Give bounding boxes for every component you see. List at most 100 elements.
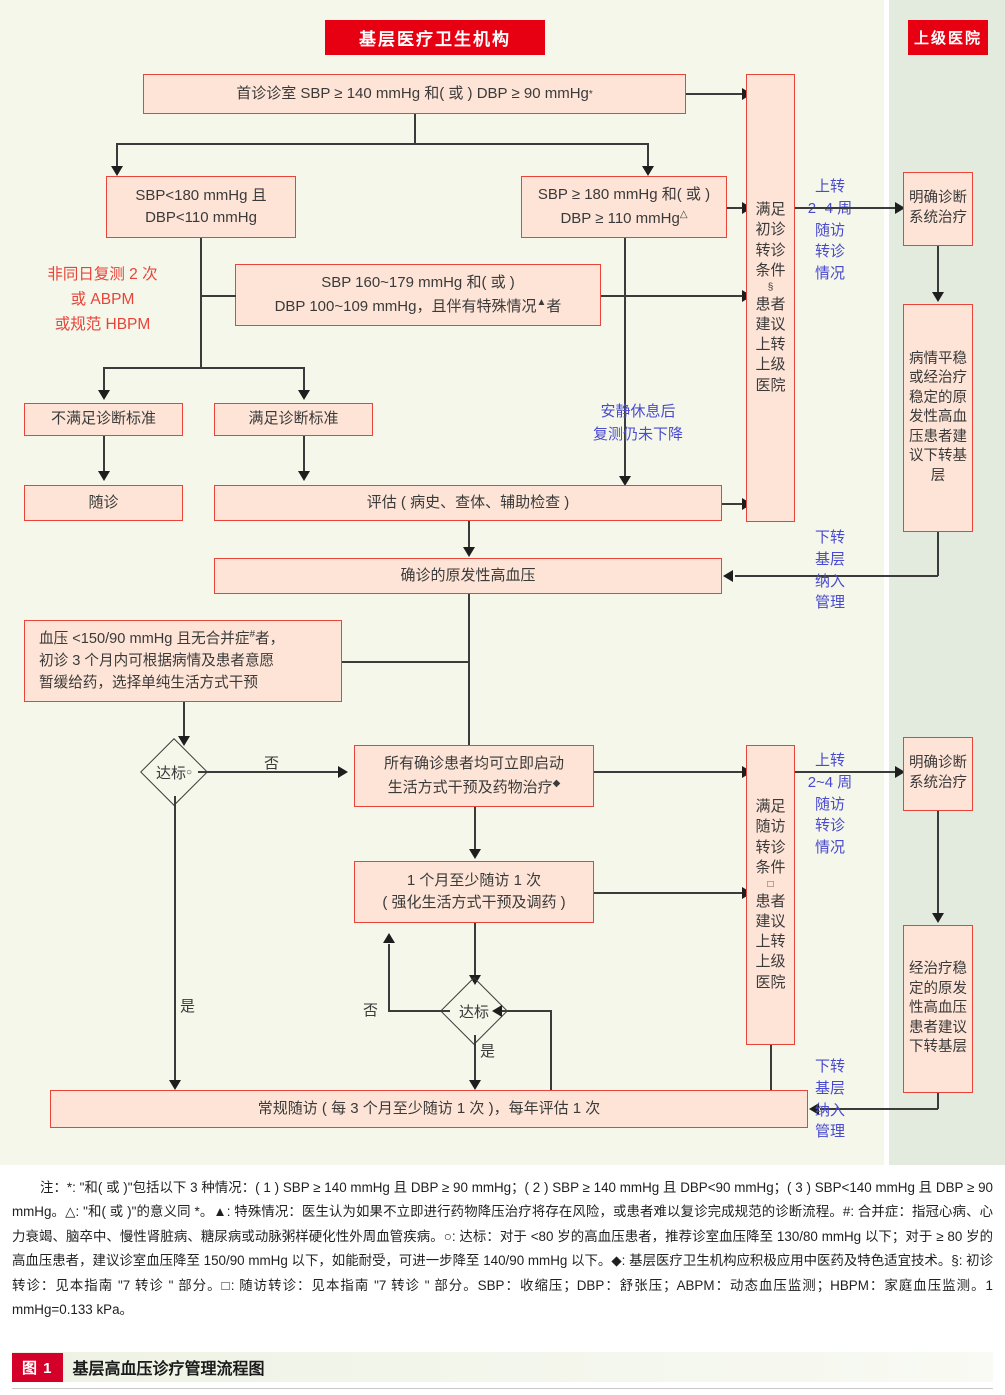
connector-diamond2-yes — [474, 1035, 476, 1082]
sbp-ge180-footnote-marker: △ — [679, 208, 688, 220]
first-visit-label: 首诊诊室 SBP ≥ 140 mmHg 和( 或 ) DBP ≥ 90 mmHg — [236, 84, 589, 102]
refer-up-bottom-label: 上转 2~4 周 随访 转诊 情况 — [805, 750, 855, 859]
connector-meet-down — [303, 436, 305, 473]
figure-notes-text: 注：*: "和( 或 )"包括以下 3 种情况：( 1 ) SBP ≥ 140 … — [12, 1180, 993, 1317]
arrow-hospital-diagnose-down-bottom — [932, 913, 944, 923]
refer-up-followup-c8: 医院 — [755, 973, 786, 991]
arrow-notmeet-down — [98, 471, 110, 481]
arrow-criteria-left — [98, 390, 110, 400]
defer-medication-footnote-marker: # — [249, 629, 256, 641]
connector-firstvisit-to-refer — [686, 93, 746, 95]
hospital-stable-top-l2: 稳定的原 — [909, 389, 967, 406]
repeat-measure-line2: 或 ABPM — [70, 290, 135, 308]
connector-firstvisit-down — [414, 114, 416, 144]
connector-hospital-stable-left-top — [735, 575, 938, 577]
figure-caption: 图 1 基层高血压诊疗管理流程图 — [12, 1352, 993, 1382]
hospital-diagnose-bottom-box: 明确诊断 系统治疗 — [903, 737, 973, 811]
first-visit-box: 首诊诊室 SBP ≥ 140 mmHg 和( 或 ) DBP ≥ 90 mmHg… — [143, 74, 686, 114]
refer-up-followup-c4: 患者 — [755, 892, 786, 910]
hospital-stable-top-box: 病情平稳 或经治疗 稳定的原 发性高血 压患者建 议下转基 层 — [903, 304, 973, 532]
refer-up-followup-c6: 上转 — [755, 933, 786, 951]
sbp-lt180-box: SBP<180 mmHg 且 DBP<110 mmHg — [106, 176, 296, 238]
monthly-followup-line1: 1 个月至少随访 1 次 — [406, 871, 542, 889]
refer-down-top-l1: 基层 — [814, 550, 845, 568]
refer-down-top-l2: 纳入 — [814, 572, 845, 590]
hospital-stable-top-l3: 发性高血 — [909, 409, 967, 426]
refer-down-top-l3: 管理 — [814, 594, 845, 612]
arrow-assessment-down — [463, 547, 475, 557]
rest-recheck-line2: 复测仍未下降 — [592, 426, 683, 444]
connector-defer-down — [183, 702, 185, 738]
arrow-defer-to-diamond1 — [178, 736, 190, 746]
refer-up-followup-c3: 条件□ — [755, 858, 786, 891]
arrow-refer-to-hospital-top — [895, 202, 905, 214]
sbp-ge180-line1: SBP ≥ 180 mmHg 和( 或 ) — [537, 186, 711, 203]
connector-monthly-down — [474, 923, 476, 977]
hospital-diagnose-bottom-l1: 系统治疗 — [909, 775, 967, 791]
yes-label-2: 是 — [480, 1043, 496, 1060]
arrow-treatment-to-monthly — [469, 849, 481, 859]
refer-up-followup-c5: 建议 — [755, 912, 786, 930]
connector-lt180-to-160179 — [200, 295, 236, 297]
arrow-diamond2-no-up — [383, 933, 395, 943]
connector-hospital-stable-down-top — [937, 532, 939, 576]
refer-down-top-label: 下转 基层 纳入 管理 — [805, 527, 855, 614]
hospital-stable-bottom-l0: 经治疗稳 — [909, 961, 967, 978]
first-visit-footnote-marker: * — [588, 88, 593, 100]
refer-up-initial-box: 满足 初诊 转诊 条件§ 患者 建议 上转 上级 医院 — [746, 74, 795, 522]
refer-up-top-l1: 2~4 周 — [805, 198, 855, 220]
connector-diamond2-no-left — [388, 1010, 450, 1012]
assessment-box: 评估 ( 病史、查体、辅助检查 ) — [214, 485, 722, 521]
refer-up-initial-c6: 上转 — [755, 336, 786, 354]
yes-label-1: 是 — [180, 998, 196, 1015]
connector-refer-to-hospital-top — [795, 207, 899, 209]
arrow-criteria-right — [298, 390, 310, 400]
hospital-diagnose-bottom-l0: 明确诊断 — [909, 755, 967, 772]
confirmed-hypertension-box: 确诊的原发性高血压 — [214, 558, 722, 594]
refer-down-bottom-l2: 纳入 — [814, 1101, 845, 1119]
monthly-followup-box: 1 个月至少随访 1 次 ( 强化生活方式干预及调药 ) — [354, 861, 594, 923]
connector-split-left — [116, 143, 118, 168]
arrow-hospital-stable-to-confirmed — [723, 570, 733, 582]
refer-up-initial-c4: 患者 — [755, 295, 786, 313]
connector-treatment-down — [474, 807, 476, 851]
sbp-lt180-line1: SBP<180 mmHg 且 — [135, 186, 267, 204]
connector-notmeet-down — [103, 436, 105, 473]
rest-recheck-label: 安静休息后 复测仍未下降 — [578, 400, 698, 447]
refer-down-bottom-l0: 下转 — [814, 1058, 845, 1075]
refer-down-bottom-label: 下转 基层 纳入 管理 — [805, 1056, 855, 1143]
figure-caption-text: 基层高血压诊疗管理流程图 — [72, 1361, 265, 1378]
refer-up-followup-box: 满足 随访 转诊 条件□ 患者 建议 上转 上级 医院 — [746, 745, 795, 1045]
start-treatment-line1: 所有确诊患者均可立即启动 — [383, 755, 564, 772]
hospital-stable-top-l1: 或经治疗 — [909, 370, 967, 387]
connector-hospital-stable-left-bottom — [820, 1108, 938, 1110]
connector-diamond1-yes — [174, 796, 176, 1082]
connector-lt180-down — [200, 238, 202, 368]
assessment-label: 评估 ( 病史、查体、辅助检查 ) — [366, 493, 570, 511]
arrow-ge180-down — [619, 476, 631, 486]
sbp-160-179-line1: SBP 160~179 mmHg 和( 或 ) — [321, 274, 515, 291]
refer-down-bottom-l1: 基层 — [814, 1079, 845, 1097]
meet-criteria-label: 满足诊断标准 — [248, 410, 339, 428]
upper-hospital-header-tag: 上级医院 — [908, 20, 988, 55]
connector-diamond2-no-up — [388, 944, 390, 1011]
confirmed-hypertension-label: 确诊的原发性高血压 — [400, 566, 536, 584]
defer-medication-line1: 血压 <150/90 mmHg 且无合并症#者， — [39, 629, 285, 648]
refer-up-initial-c3: 条件§ — [755, 261, 786, 294]
refer-down-top-l0: 下转 — [814, 529, 845, 546]
connector-split-right — [647, 143, 649, 168]
hospital-stable-top-l5: 议下转基 — [909, 448, 967, 465]
refer-up-initial-c8: 医院 — [755, 376, 786, 394]
refer-up-initial-c1: 初诊 — [755, 221, 786, 239]
refer-up-bottom-l4: 情况 — [814, 839, 845, 856]
refer-up-bottom-l3: 转诊 — [814, 817, 845, 835]
figure-notes: 注：*: "和( 或 )"包括以下 3 种情况：( 1 ) SBP ≥ 140 … — [0, 1170, 1005, 1322]
figure-caption-tag: 图 1 — [12, 1352, 63, 1382]
refer-up-top-l3: 转诊 — [814, 243, 845, 261]
rest-recheck-line1: 安静休息后 — [600, 403, 676, 420]
refer-up-top-l4: 情况 — [814, 265, 845, 282]
connector-refer2-to-hospital-bottom — [795, 771, 899, 773]
start-treatment-line2: 生活方式干预及药物治疗◆ — [387, 777, 561, 796]
connector-confirmed-to-defer — [342, 661, 469, 663]
repeat-measure-line3: 或规范 HBPM — [54, 315, 151, 333]
